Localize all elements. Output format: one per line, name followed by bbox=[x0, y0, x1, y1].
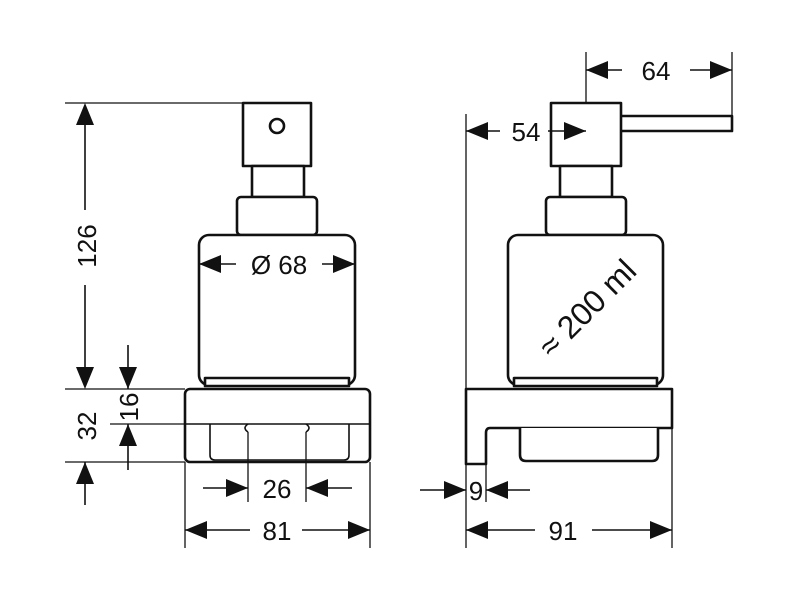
pump-nozzle-icon bbox=[268, 117, 286, 135]
side-pump-stem bbox=[558, 164, 614, 199]
dim-diameter-label: Ø 68 bbox=[251, 250, 307, 280]
front-drip-cup bbox=[209, 424, 350, 461]
dim-depth-total-label: 91 bbox=[549, 516, 578, 546]
dim-height-base-label: 32 bbox=[72, 412, 102, 441]
side-pump-collar bbox=[544, 195, 628, 237]
front-pump-stem bbox=[250, 164, 306, 199]
dim-depth-total: 91 bbox=[466, 516, 672, 546]
dim-height-total-label: 126 bbox=[72, 224, 102, 267]
dim-wall-thickness-label: 9 bbox=[469, 476, 483, 506]
dim-width-cup-label: 26 bbox=[263, 474, 292, 504]
side-view: ≈ 200 ml bbox=[464, 101, 734, 466]
dim-height-base: 32 bbox=[72, 412, 102, 505]
side-container-bottom bbox=[512, 376, 659, 388]
dim-width-cup: 26 bbox=[203, 474, 352, 504]
dim-spout-reach-label: 64 bbox=[642, 56, 671, 86]
dim-width-base-label: 81 bbox=[263, 516, 292, 546]
side-pump-spout bbox=[618, 114, 734, 133]
front-pump-head bbox=[241, 101, 313, 168]
front-extension-lines bbox=[65, 102, 371, 548]
front-view bbox=[183, 101, 372, 464]
dim-height-total: 126 bbox=[72, 103, 102, 389]
dim-pump-offset-label: 54 bbox=[512, 117, 541, 147]
front-cup-hint-right bbox=[305, 423, 310, 433]
dim-pump-offset: 54 bbox=[466, 117, 586, 147]
side-drip-cup bbox=[518, 428, 660, 463]
side-extension-lines bbox=[465, 52, 733, 548]
dim-diameter: Ø 68 bbox=[199, 250, 355, 280]
dim-width-base: 81 bbox=[185, 516, 370, 546]
front-base-plate bbox=[183, 387, 372, 464]
dim-height-bracket-label: 16 bbox=[114, 393, 144, 422]
side-pump-head bbox=[549, 101, 623, 168]
dim-spout-reach: 64 bbox=[586, 56, 732, 86]
dim-height-bracket: 16 bbox=[114, 345, 144, 470]
front-container-bottom bbox=[203, 376, 351, 388]
dim-wall-thickness: 9 bbox=[420, 476, 530, 506]
front-cup-hint-left bbox=[244, 423, 249, 433]
front-pump-collar bbox=[235, 195, 319, 237]
